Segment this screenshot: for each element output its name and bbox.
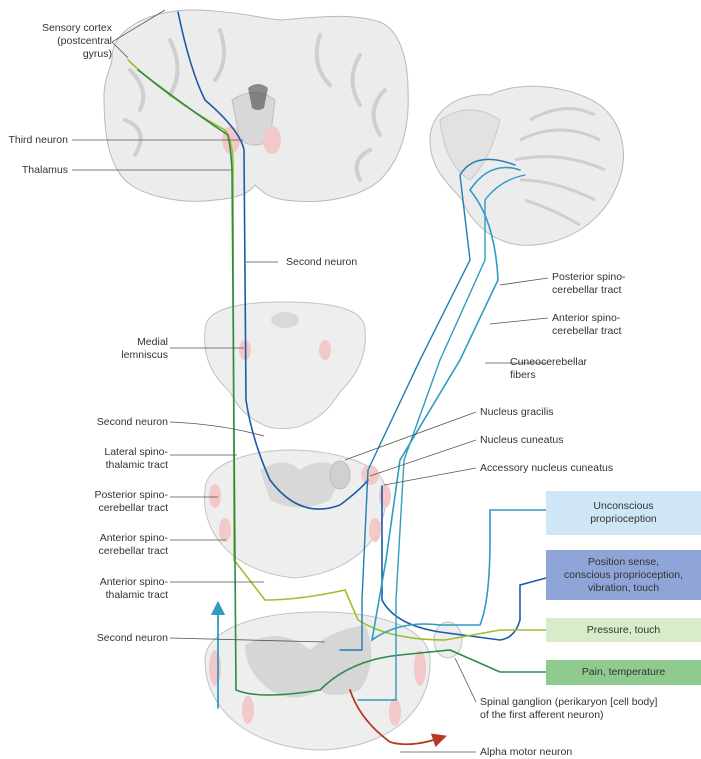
label-anterior-spinocerebellar-left: Anterior spino- cerebellar tract (60, 532, 168, 558)
box-line: vibration, touch (587, 581, 660, 594)
label-nucleus-cuneatus: Nucleus cuneatus (480, 434, 564, 446)
label-line: fibers (510, 369, 536, 381)
label-second-neuron-bottom: Second neuron (96, 632, 168, 644)
label-line: cerebellar tract (552, 325, 622, 337)
box-unconscious-proprioception: Unconscious proprioception (546, 491, 701, 535)
brain-coronal-section (103, 9, 409, 203)
box-pain-temperature: Pain, temperature (546, 660, 701, 685)
label-spinal-ganglion: Spinal ganglion (perikaryon [cell body] … (480, 696, 657, 722)
brainstem-section (204, 301, 366, 429)
label-sensory-cortex: Sensory cortex (postcentral gyrus) (2, 22, 112, 61)
label-posterior-spinocerebellar-right: Posterior spino- cerebellar tract (552, 271, 626, 297)
box-line: Position sense, (587, 555, 660, 568)
label-line: Spinal ganglion (perikaryon [cell body] (480, 696, 658, 708)
tracts (127, 11, 547, 748)
label-anterior-spinocerebellar-right: Anterior spino- cerebellar tract (552, 312, 621, 338)
label-second-neuron-mid: Second neuron (96, 416, 168, 428)
cerebellum (429, 85, 624, 246)
label-line: Sensory cortex (41, 22, 112, 34)
label-accessory-nucleus-cuneatus: Accessory nucleus cuneatus (480, 462, 614, 474)
label-line: Posterior spino- (552, 271, 626, 283)
label-medial-lemniscus: Medial lemniscus (60, 336, 168, 362)
label-nucleus-gracilis: Nucleus gracilis (480, 406, 554, 418)
box-line: proprioception (590, 513, 657, 525)
label-third-neuron: Third neuron (8, 134, 68, 146)
label-line: Lateral spino- (104, 446, 168, 458)
label-line: gyrus) (82, 48, 112, 60)
box-position-sense: Position sense, conscious proprioception… (546, 550, 701, 600)
label-line: of the first afferent neuron) (480, 709, 604, 721)
label-line: thalamic tract (105, 589, 168, 601)
label-line: Anterior spino- (99, 576, 168, 588)
label-line: Medial (137, 336, 168, 348)
label-line: thalamic tract (105, 459, 168, 471)
label-line: (postcentral (57, 35, 112, 47)
label-posterior-spinocerebellar-left: Posterior spino- cerebellar tract (60, 489, 168, 515)
label-line: Anterior spino- (99, 532, 168, 544)
label-alpha-motor-neuron: Alpha motor neuron (480, 746, 573, 758)
box-pressure-touch: Pressure, touch (546, 618, 701, 642)
box-line: conscious proprioception, (563, 568, 684, 581)
spinal-cord-cervical (203, 449, 391, 579)
spinal-cord-lumbar (204, 611, 463, 751)
leader-lines (72, 9, 549, 753)
label-line: Anterior spino- (552, 312, 621, 324)
label-line: cerebellar tract (552, 284, 622, 296)
label-line: Cuneocerebellar (510, 356, 588, 368)
label-second-neuron-top: Second neuron (286, 256, 358, 268)
label-line: cerebellar tract (98, 502, 168, 514)
box-line: Pressure, touch (586, 623, 661, 636)
label-line: Posterior spino- (94, 489, 168, 501)
label-lateral-spinothalamic: Lateral spino- thalamic tract (60, 446, 168, 472)
label-cuneocerebellar: Cuneocerebellar fibers (510, 356, 587, 382)
label-line: cerebellar tract (98, 545, 168, 557)
label-thalamus: Thalamus (21, 164, 68, 176)
box-line: Unconscious (593, 500, 654, 512)
label-anterior-spinothalamic: Anterior spino- thalamic tract (60, 576, 168, 602)
label-line: lemniscus (121, 349, 168, 361)
box-line: Pain, temperature (581, 666, 666, 678)
